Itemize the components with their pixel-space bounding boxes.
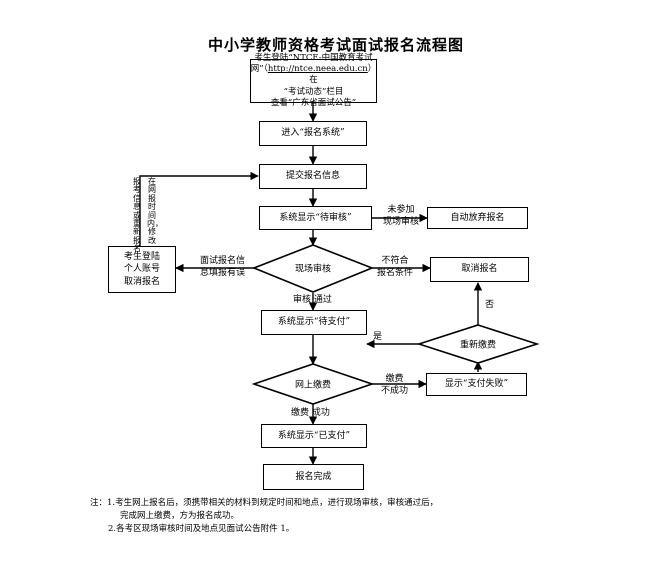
- paid-box: 系统显示“已支付”: [261, 424, 367, 448]
- diamond-online-payment: [251, 363, 375, 405]
- repay-text: 重新缴费: [459, 340, 497, 351]
- vertical-label-modify: 在网报时间内，修改: [147, 177, 163, 245]
- label-not-attend-1: 未参加: [387, 205, 415, 215]
- label-info-error: 面试报名信 息填报有误: [200, 256, 245, 279]
- start-box: 考生登陆“NTCE-中国教育考试 网”（http://ntce.neea.edu…: [250, 53, 377, 108]
- ntce-link[interactable]: http://ntce.neea.edu.cn: [267, 64, 368, 75]
- label-not-meet-2: 报名条件: [377, 267, 414, 278]
- onsite-review-text: 现场审核: [294, 264, 332, 275]
- start-line2: 网”（http://ntce.neea.edu.cn）在: [251, 64, 377, 86]
- notes-prefix: 注：: [90, 498, 108, 508]
- cancel-registration-box: 取消报名: [430, 257, 529, 282]
- label-not-meet: 不符合 报名条件: [377, 256, 413, 279]
- label-info-error-2: 息填报有误: [200, 267, 246, 278]
- payment-failed-box: 显示“支付失败”: [426, 373, 527, 396]
- complete-box: 报名完成: [263, 464, 364, 490]
- start-line3: “考试动态”栏目: [283, 86, 344, 97]
- note-2: 2.各考区现场审核时间及地点见面试公告附件 1。: [108, 524, 295, 535]
- start-line4: 查看“广东省面试公告”: [270, 97, 357, 108]
- diamond-repay: [416, 324, 540, 364]
- label-info-error-1: 面试报名信: [200, 256, 246, 266]
- page-title: 中小学教师资格考试面试报名流程图: [207, 36, 464, 54]
- label-payment-fail: 缴费 不成功: [381, 374, 408, 397]
- label-not-attend: 未参加 现场审核: [383, 205, 419, 228]
- candidate-login-box: 考生登陆 个人账号 取消报名: [108, 246, 176, 293]
- vertical-label-info: 报考信息或重新报名: [133, 177, 141, 254]
- label-review-passed: 审核 通过: [293, 295, 332, 305]
- pending-payment-box: 系统显示“待支付”: [261, 310, 367, 335]
- label-yes: 是: [373, 332, 383, 342]
- label-payment-1: 缴费: [385, 374, 404, 384]
- start-line2a: 网”（: [250, 64, 268, 75]
- label-no: 否: [485, 300, 495, 310]
- candidate-login-line1: 考生登陆: [123, 252, 160, 263]
- arrow-login-to-submit: [139, 171, 259, 246]
- online-payment-text: 网上缴费: [294, 380, 332, 391]
- note-1-line-2: 完成网上缴费，方为报名成功。: [120, 511, 240, 522]
- label-payment-success: 缴费 成功: [291, 408, 330, 418]
- label-payment-2: 不成功: [381, 385, 409, 396]
- start-line1: 考生登陆“NTCE-中国教育考试: [254, 53, 373, 64]
- submit-info-box: 提交报名信息: [259, 164, 367, 189]
- diamond-onsite-review: [251, 244, 375, 293]
- label-not-meet-1: 不符合: [381, 256, 409, 266]
- pending-review-box: 系统显示“待审核”: [259, 206, 372, 230]
- note-1-line-1: 1.考生网上报名后，须携带相关的材料到规定时间和地点，进行现场审核，审核通过后，: [107, 498, 439, 508]
- auto-abandon-box: 自动放弃报名: [427, 207, 528, 229]
- label-not-attend-2: 现场审核: [383, 216, 420, 227]
- candidate-login-line3: 取消报名: [123, 276, 160, 287]
- candidate-login-line2: 个人账号: [123, 264, 160, 275]
- start-line2b: ）在: [309, 64, 377, 86]
- notes: 注：1.考生网上报名后，须携带相关的材料到规定时间和地点，进行现场审核，审核通过…: [90, 497, 438, 537]
- enter-system-box: 进入“报名系统”: [259, 121, 367, 146]
